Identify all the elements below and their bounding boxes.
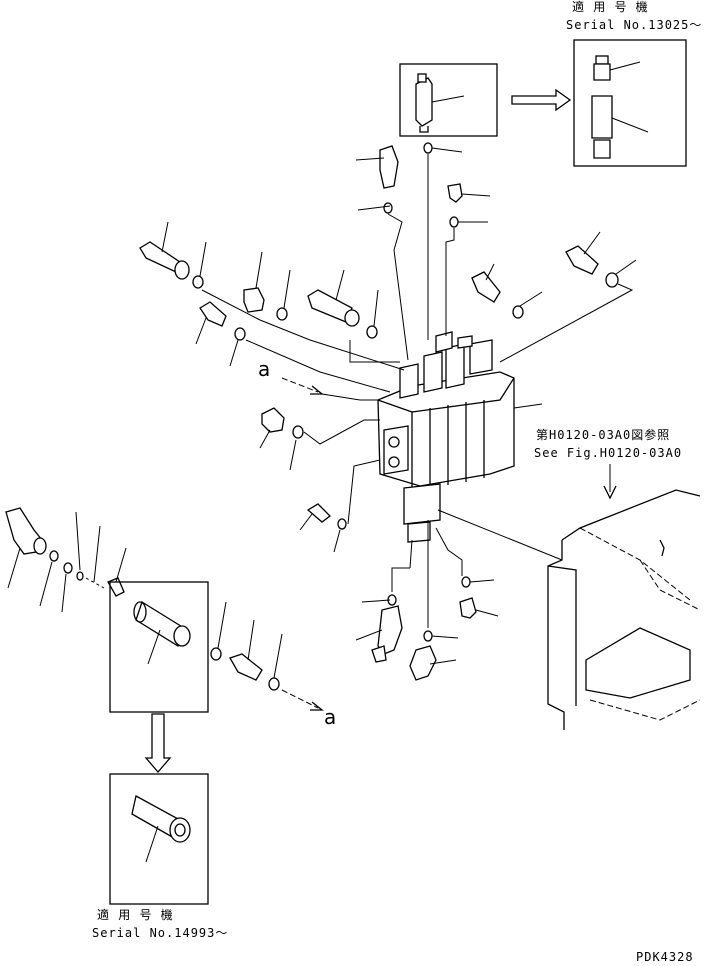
washer [337, 518, 347, 530]
plug-bottom [459, 597, 499, 619]
inset-sleeve-old [109, 581, 209, 713]
connector-far-right [565, 231, 601, 275]
ref-arrow-a-lower [281, 689, 324, 711]
plug-top [447, 183, 491, 203]
plug-left [259, 407, 285, 449]
see-fig-jp-label: 第H0120-03A0図参照 [536, 428, 671, 442]
connector-right [471, 263, 501, 303]
inset-old-fitting [399, 63, 498, 137]
see-fig-label: See Fig.H0120-03A0 [534, 446, 683, 460]
connector-lower [229, 619, 263, 681]
elbow-fitting-upper [243, 251, 265, 313]
o-ring-12 [423, 630, 433, 642]
o-ring-7 [423, 142, 433, 154]
washer-2 [63, 562, 73, 574]
bottom-serial-jp-label: 適 用 号 機 [97, 908, 174, 922]
o-ring-13 [461, 576, 471, 588]
o-ring-17 [268, 677, 280, 691]
relief-valve-mid [307, 269, 360, 327]
o-ring-14 [49, 550, 59, 562]
bolt [299, 503, 331, 531]
adapter-left [195, 301, 227, 345]
relief-valve-left [139, 221, 190, 280]
top-serial-jp-label: 適 用 号 機 [572, 0, 649, 14]
elbow-fitting-bottom-mid [409, 645, 457, 681]
o-ring-6 [383, 202, 393, 214]
o-ring-15 [76, 571, 84, 581]
ref-a-upper-label: a [258, 357, 271, 381]
top-serial-label: Serial No.13025～ [566, 18, 703, 32]
o-ring-5 [292, 425, 304, 439]
inset-sleeve-new [109, 773, 209, 905]
elbow-fitting-bottom-left [355, 605, 403, 663]
o-ring-8 [449, 216, 459, 228]
o-ring-1 [192, 275, 204, 289]
down-arrow [144, 713, 172, 773]
control-valve-body [377, 331, 515, 543]
ref-a-lower-label: a [324, 705, 337, 729]
o-ring-16 [210, 647, 222, 661]
o-ring-4 [234, 327, 246, 341]
replacement-arrow [511, 88, 572, 112]
o-ring-10 [605, 272, 619, 288]
inset-new-fitting [573, 39, 687, 167]
elbow-fitting-top [355, 145, 399, 189]
drawing-id-label: PDK4328 [636, 950, 694, 964]
o-ring-2 [276, 307, 288, 321]
bottom-serial-label: Serial No.14993～ [92, 926, 229, 940]
o-ring-3 [366, 325, 378, 339]
ref-arrow-a-upper [281, 377, 378, 401]
elbow-far-left [5, 507, 47, 589]
spring-plug [107, 547, 127, 597]
o-ring-9 [512, 305, 524, 319]
frame-outline [547, 464, 701, 730]
